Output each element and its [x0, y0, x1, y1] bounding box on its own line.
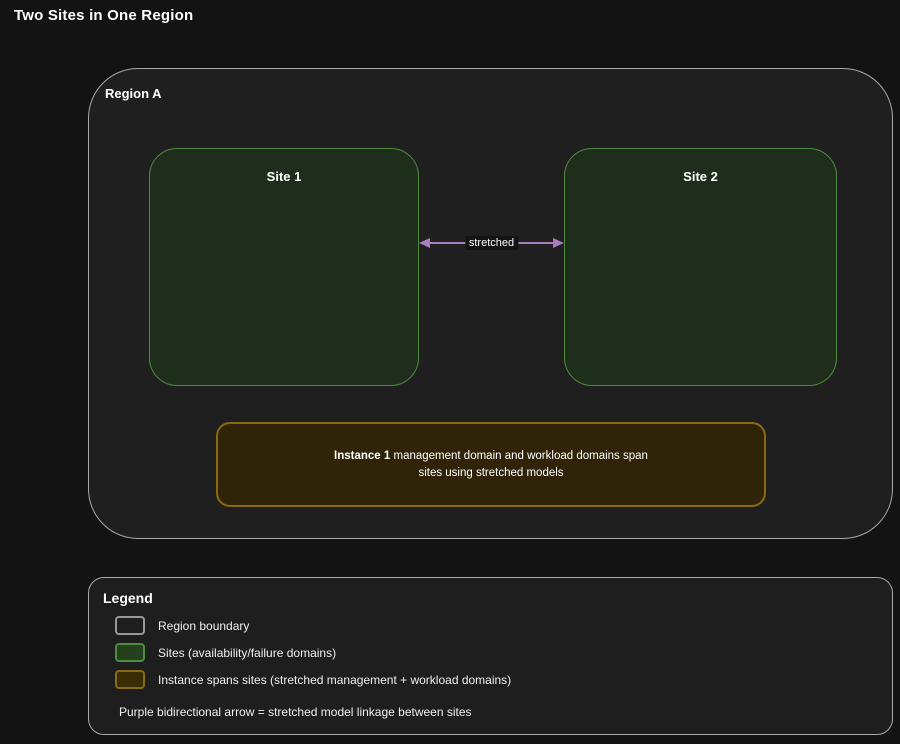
sites-swatch-icon — [115, 643, 145, 662]
arrowhead-right-icon — [553, 238, 564, 248]
instance-text-line1: Instance 1 management domain and workloa… — [334, 448, 648, 464]
legend-panel: Legend Region boundary Sites (availabili… — [88, 577, 893, 735]
site-2-box: Site 2 — [564, 148, 837, 386]
instance-1-box: Instance 1 management domain and workloa… — [216, 422, 766, 507]
site-1-label: Site 1 — [266, 169, 302, 184]
instance-name: Instance 1 — [334, 450, 391, 463]
instance-1-text: Instance 1 management domain and workloa… — [334, 448, 648, 480]
instance-swatch-icon — [115, 670, 145, 689]
page-title: Two Sites in One Region — [14, 7, 194, 24]
instance-text-line2: sites using stretched models — [418, 466, 564, 479]
legend-item-sites: Sites (availability/failure domains) — [115, 643, 336, 662]
legend-item-instance: Instance spans sites (stretched manageme… — [115, 670, 511, 689]
site-2-label: Site 2 — [683, 169, 718, 184]
site-1-box: Site 1 — [149, 148, 419, 386]
stretched-bidirectional-arrow: stretched — [419, 232, 564, 254]
region-boundary-swatch-icon — [115, 616, 145, 635]
instance-text-rest: management domain and workload domains s… — [390, 450, 648, 463]
legend-item-label: Region boundary — [158, 618, 250, 633]
region-a-boundary: Region A Site 1 Site 2 stretched Instanc… — [88, 68, 893, 539]
arrow-label: stretched — [464, 236, 519, 250]
region-label: Region A — [105, 86, 162, 101]
legend-item-label: Sites (availability/failure domains) — [158, 645, 337, 660]
legend-item-label: Instance spans sites (stretched manageme… — [158, 672, 512, 687]
legend-note: Purple bidirectional arrow = stretched m… — [119, 705, 472, 719]
legend-item-region-boundary: Region boundary — [115, 616, 249, 635]
legend-title: Legend — [103, 590, 153, 606]
arrowhead-left-icon — [419, 238, 430, 248]
